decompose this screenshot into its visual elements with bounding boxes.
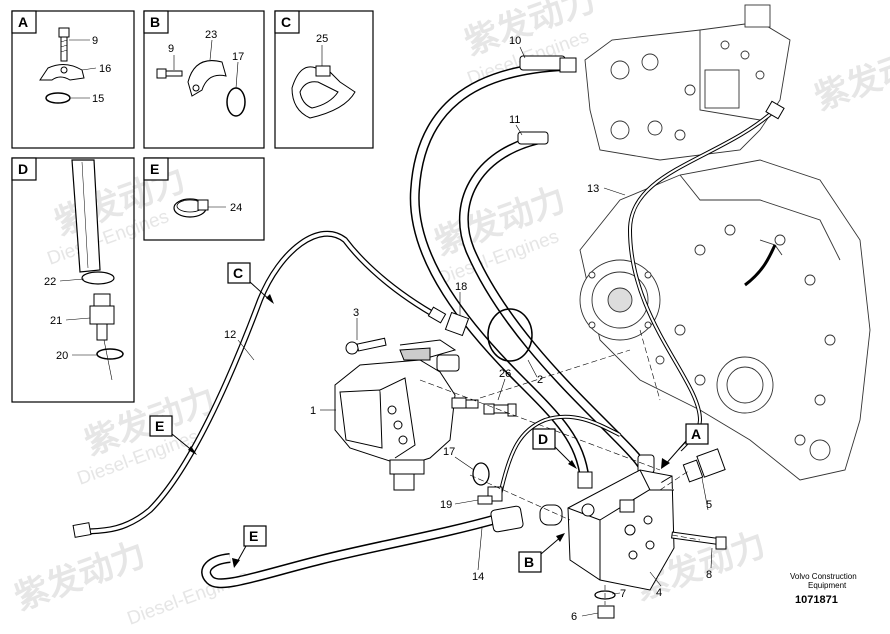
- part-label-13: 13: [587, 183, 599, 195]
- callout-c: C: [227, 262, 274, 304]
- inset-panel-b: B 9 23 17: [143, 10, 265, 149]
- inset-panel-e: E 24: [143, 157, 265, 241]
- part-label-3: 3: [353, 307, 359, 319]
- part-label-10: 10: [509, 35, 521, 47]
- panel-letter-d: D: [18, 161, 28, 177]
- hose-fittings: [72, 55, 785, 538]
- callout-letter-e-1: E: [155, 418, 164, 434]
- o-ring-2: [487, 308, 533, 362]
- callout-e-2: E: [232, 525, 267, 568]
- bolt-3: [345, 337, 387, 355]
- callout-d: D: [532, 428, 577, 469]
- o-ring-17: [472, 462, 490, 486]
- caption-drawing-number: 1071871: [795, 594, 838, 606]
- caption-maker: Volvo Construction: [790, 572, 857, 581]
- panel-b-part-17: 17: [232, 51, 244, 63]
- callout-letter-c: C: [233, 265, 243, 281]
- panel-d-part-22: 22: [44, 276, 56, 288]
- panel-letter-b: B: [150, 14, 160, 30]
- panel-d-part-20: 20: [56, 350, 68, 362]
- bolt-19: [477, 495, 493, 505]
- part-label-26: 26: [499, 368, 511, 380]
- part-label-6: 6: [571, 611, 577, 623]
- panel-c-part-25: 25: [316, 33, 328, 45]
- panel-letter-e: E: [150, 161, 159, 177]
- inset-panel-a: A 9 16 15: [11, 10, 135, 149]
- watermark-en-6: Diesel-Engines: [125, 566, 252, 629]
- part-label-14: 14: [472, 571, 484, 583]
- callout-letter-e-2: E: [249, 528, 258, 544]
- fitting-5: [682, 448, 726, 483]
- callout-letter-d: D: [538, 431, 548, 447]
- panel-d-part-21: 21: [50, 315, 62, 327]
- panel-b-part-23: 23: [205, 29, 217, 41]
- part-label-8: 8: [706, 569, 712, 581]
- panel-b-part-9: 9: [168, 43, 174, 55]
- caption-equipment: Equipment: [808, 581, 847, 590]
- panel-a-part-15: 15: [92, 93, 104, 105]
- part-label-5: 5: [706, 499, 712, 511]
- panel-a-part-16: 16: [99, 63, 111, 75]
- part-labels: 10 11 13 18 3 12 1 26 2 17 19 14 4 5 8 7…: [224, 35, 712, 623]
- drawing-caption: Volvo Construction Equipment 1071871: [790, 572, 857, 606]
- panel-letter-c: C: [281, 14, 291, 30]
- callout-letter-a: A: [691, 426, 701, 442]
- watermark-cn-6: 紫发动力: [10, 535, 151, 617]
- inset-panel-d: D 22 21 20: [11, 157, 135, 403]
- part-label-11: 11: [509, 114, 520, 126]
- inset-panel-c: C 25: [274, 10, 374, 149]
- leader-lines: [237, 46, 713, 617]
- part-label-18: 18: [455, 281, 467, 293]
- part-label-7: 7: [620, 588, 626, 600]
- panel-letter-a: A: [18, 14, 28, 30]
- part-label-4: 4: [656, 587, 662, 599]
- callout-a: A: [661, 423, 709, 469]
- callout-e-1: E: [149, 415, 197, 455]
- panel-a-part-9: 9: [92, 35, 98, 47]
- part-label-2: 2: [537, 374, 543, 386]
- watermark-cn-8: 紫发动力: [810, 35, 890, 117]
- callout-b: B: [518, 533, 565, 573]
- main-valve-assembly: [334, 339, 479, 491]
- panel-e-part-24: 24: [230, 202, 242, 214]
- plug-6: [594, 590, 616, 619]
- part-label-17: 17: [443, 446, 455, 458]
- transmission-housing: [579, 4, 871, 481]
- distribution-block: [567, 469, 675, 591]
- callout-letter-b: B: [524, 554, 534, 570]
- part-label-19: 19: [440, 499, 452, 511]
- part-label-1: 1: [310, 405, 316, 417]
- part-label-12: 12: [224, 329, 236, 341]
- hoses: [79, 61, 777, 589]
- fitting-26: [483, 403, 517, 417]
